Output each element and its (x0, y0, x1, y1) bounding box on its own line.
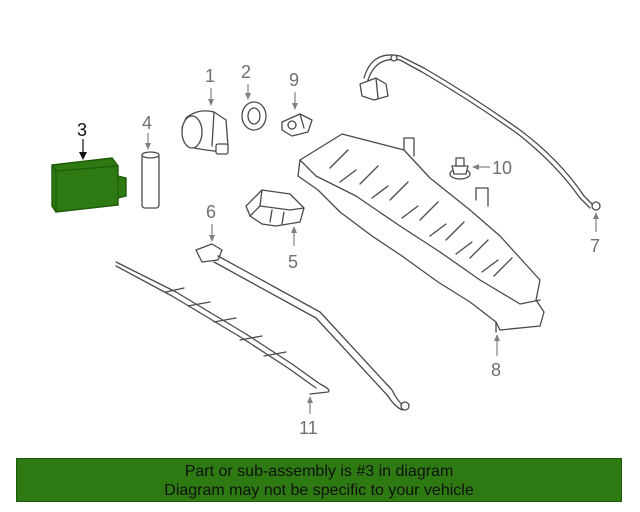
part-1-sensor[interactable] (181, 110, 229, 155)
arrow-5 (291, 226, 297, 233)
part-4-sleeve[interactable] (141, 151, 160, 209)
callout-6[interactable]: 6 (206, 202, 216, 222)
banner-line-1: Part or sub-assembly is #3 in diagram (184, 463, 454, 480)
callout-2[interactable]: 2 (241, 62, 251, 82)
callout-3[interactable]: 3 (77, 120, 87, 140)
banner-line-2: Diagram may not be specific to your vehi… (164, 482, 474, 499)
arrow-2 (245, 93, 251, 100)
part-9-clip[interactable] (281, 113, 313, 137)
callout-5[interactable]: 5 (288, 252, 298, 272)
arrow-8 (494, 334, 500, 341)
callout-7[interactable]: 7 (590, 236, 600, 256)
part-5-bracket[interactable] (245, 189, 305, 227)
part-11-wire-harness[interactable] (115, 261, 330, 395)
arrow-4 (145, 143, 151, 150)
callout-8[interactable]: 8 (491, 360, 501, 380)
part-7-cable[interactable] (359, 54, 601, 211)
arrow-11 (307, 396, 313, 403)
part-10-push-pin[interactable] (449, 157, 471, 180)
arrow-3 (79, 152, 87, 160)
callout-1[interactable]: 1 (205, 66, 215, 86)
part-3-control-module[interactable] (51, 157, 127, 213)
part-8-carrier-tray[interactable] (297, 133, 545, 333)
arrow-7 (593, 212, 599, 219)
arrow-1 (208, 99, 214, 106)
callout-9[interactable]: 9 (289, 70, 299, 90)
part-6-harness[interactable] (195, 243, 410, 411)
info-banner: Part or sub-assembly is #3 in diagram Di… (16, 458, 622, 502)
callout-10[interactable]: 10 (492, 158, 512, 178)
callout-11[interactable]: 11 (299, 418, 318, 438)
part-2-grommet[interactable] (241, 101, 267, 131)
arrow-10 (472, 164, 479, 170)
arrow-9 (292, 103, 298, 110)
arrow-6 (209, 235, 215, 242)
callout-4[interactable]: 4 (142, 113, 152, 133)
